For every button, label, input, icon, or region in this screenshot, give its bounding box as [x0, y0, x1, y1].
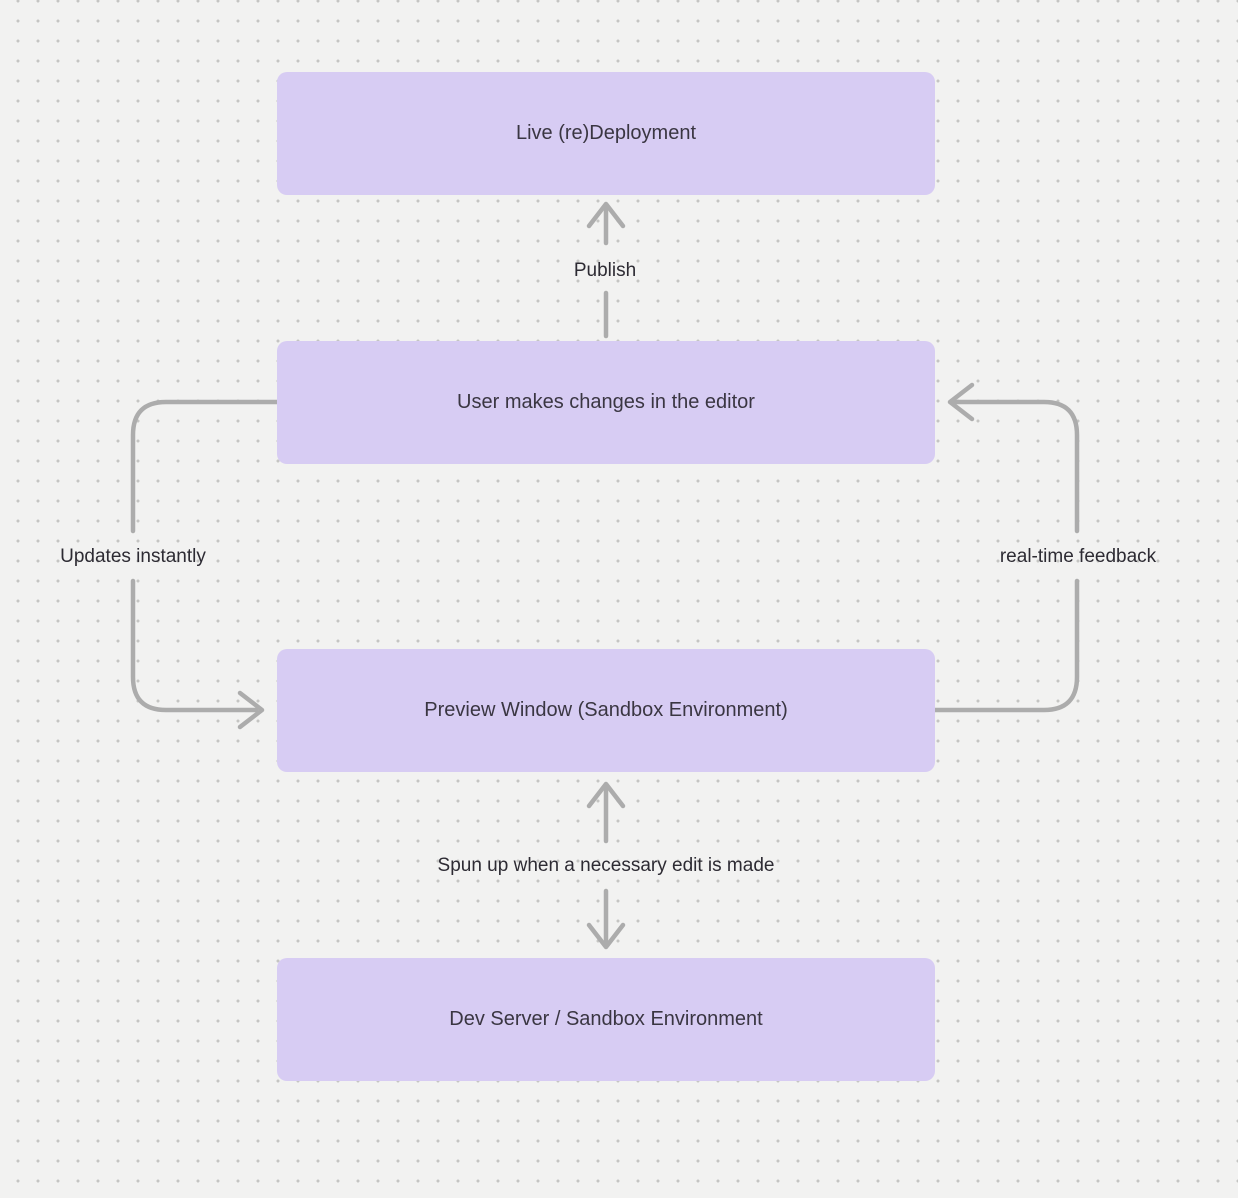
- arrow-stem: [130, 399, 280, 534]
- edge-spun-up-arrow: [586, 781, 626, 950]
- edge-label-updates-instantly: Updates instantly: [60, 546, 206, 567]
- arrowhead-up-icon: [586, 201, 626, 229]
- arrow-stem: [932, 578, 1080, 713]
- node-label: User makes changes in the editor: [457, 391, 755, 413]
- arrowhead-left-icon: [947, 382, 975, 422]
- arrow-stem: [951, 399, 1080, 534]
- node-dev-server[interactable]: Dev Server / Sandbox Environment: [277, 958, 935, 1081]
- arrowhead-right-icon: [237, 690, 265, 730]
- arrowhead-up-icon: [586, 781, 626, 809]
- node-preview-window[interactable]: Preview Window (Sandbox Environment): [277, 649, 935, 772]
- edge-realtime-feedback-arrow: [932, 382, 1080, 713]
- edge-label-realtime-feedback: real-time feedback: [999, 546, 1157, 567]
- node-label: Live (re)Deployment: [515, 122, 697, 144]
- edge-label-spun-up: Spun up when a necessary edit is made: [437, 855, 775, 876]
- edge-label-publish: Publish: [573, 260, 637, 281]
- node-label: Dev Server / Sandbox Environment: [449, 1008, 763, 1030]
- edge-publish-arrow: [586, 201, 626, 339]
- arrowhead-down-icon: [586, 922, 626, 950]
- node-live-redeployment[interactable]: Live (re)Deployment: [277, 72, 935, 195]
- arrow-stem: [130, 578, 259, 713]
- node-user-changes[interactable]: User makes changes in the editor: [277, 341, 935, 464]
- edge-updates-instantly-arrow: [130, 399, 280, 730]
- node-label: Preview Window (Sandbox Environment): [424, 699, 788, 721]
